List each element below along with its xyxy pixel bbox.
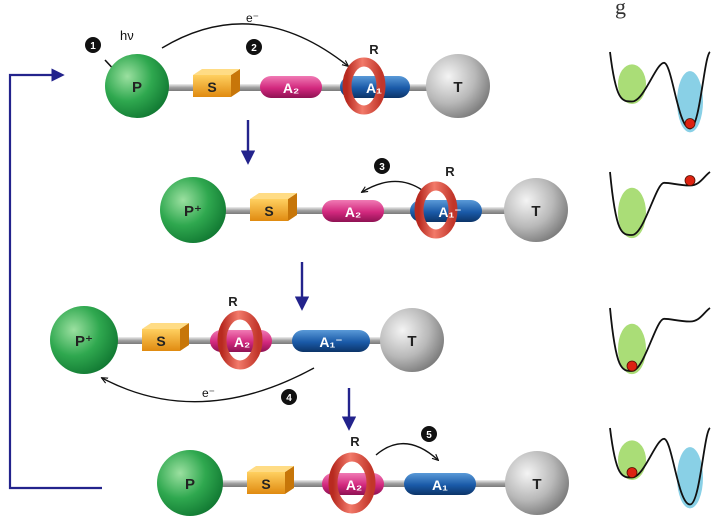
spacer-block-top <box>247 466 294 472</box>
stopper-sphere <box>505 451 569 515</box>
potential-well-2 <box>609 171 711 239</box>
ring-label: R <box>369 42 379 57</box>
electron-label-back: e⁻ <box>202 386 215 400</box>
spacer-block <box>247 472 285 494</box>
potential-well-3 <box>609 307 711 375</box>
a1-label: A₁ <box>366 80 382 96</box>
ring-label: R <box>445 164 455 179</box>
step-5-number: 5 <box>426 430 432 441</box>
porphyrin-label: P <box>185 476 195 493</box>
step-3-badge <box>374 158 390 174</box>
ring-destabilize-arrow <box>362 180 423 192</box>
state-ball <box>684 175 696 186</box>
potential-energy-diagrams <box>609 51 711 509</box>
step-4-number: 4 <box>286 393 292 404</box>
porphyrin-sphere <box>157 450 223 516</box>
shuttle-row-1: hν 1 e⁻ 2 P S A₂ A₁ R T <box>85 11 490 118</box>
spacer-block-side <box>285 466 294 494</box>
left-well-fill <box>618 323 646 375</box>
potential-well-1 <box>609 51 711 133</box>
left-well-fill <box>618 440 646 480</box>
electron-label-forward: e⁻ <box>246 11 259 25</box>
shuttle-ring <box>217 310 263 370</box>
shuttle-row-4: 5 P S A₂ R A₁ T <box>157 426 569 516</box>
potential-curve <box>609 171 711 236</box>
spacer-block <box>250 199 288 221</box>
porphyrin-label: P <box>132 79 142 96</box>
porphyrin-sphere <box>160 177 226 243</box>
potential-curve <box>609 307 711 372</box>
ring-label: R <box>228 294 238 309</box>
shuttle-row-3: e⁻ 4 P⁺ S A₂ R A₁⁻ T <box>50 294 444 405</box>
spacer-label: S <box>207 79 216 95</box>
porphyrin-sphere <box>50 306 118 374</box>
cycle-return-arrow <box>8 68 102 490</box>
spacer-block-side <box>180 323 189 351</box>
a2-label: A₂ <box>346 477 362 493</box>
a1-label: A₁⁻ <box>438 204 461 220</box>
spacer-label: S <box>261 476 270 492</box>
stopper-sphere <box>426 54 490 118</box>
a2-label: A₂ <box>234 334 250 350</box>
step-1-badge <box>85 37 101 53</box>
a2-label: A₂ <box>283 80 299 96</box>
photon-label: hν <box>120 28 134 43</box>
spacer-block <box>193 75 231 97</box>
spacer-block-top <box>193 69 240 75</box>
a2-station <box>322 200 384 222</box>
porphyrin-label: P⁺ <box>184 203 202 220</box>
spacer-block-top <box>142 323 189 329</box>
spacer-label: S <box>264 203 273 219</box>
a1-label: A₁ <box>432 477 448 493</box>
left-well-fill <box>618 64 646 104</box>
state-ball <box>626 360 638 372</box>
potential-curve <box>609 51 711 130</box>
a2-station <box>260 76 322 98</box>
a1-station <box>410 200 482 222</box>
a1-station <box>292 330 370 352</box>
electron-transfer-arrow-forward <box>161 23 348 66</box>
spacer-label: S <box>156 333 165 349</box>
step-4-badge <box>281 389 297 405</box>
potential-well-4 <box>609 427 711 509</box>
step-3-number: 3 <box>379 162 385 173</box>
state-ball <box>684 118 696 129</box>
a1-station <box>404 473 476 495</box>
step-2-number: 2 <box>251 43 257 54</box>
header-fragment: g <box>615 0 626 19</box>
shuttle-row-2: 3 P⁺ S A₂ A₁⁻ R T <box>160 158 568 243</box>
spacer-block-top <box>250 193 297 199</box>
spacer-block <box>142 329 180 351</box>
spacer-block-side <box>288 193 297 221</box>
stopper-label: T <box>531 203 540 220</box>
potential-curve <box>609 427 711 506</box>
step-1-number: 1 <box>90 41 96 52</box>
stopper-label: T <box>453 79 462 96</box>
step-5-badge <box>421 426 437 442</box>
step-2-badge <box>246 39 262 55</box>
ring-label: R <box>350 434 360 449</box>
a1-station <box>340 76 410 98</box>
left-well-fill <box>618 187 646 239</box>
stopper-label: T <box>407 333 416 350</box>
stopper-label: T <box>532 476 541 493</box>
shuttle-ring <box>342 57 386 115</box>
shuttle-ring <box>414 181 458 239</box>
porphyrin-sphere <box>105 54 169 118</box>
shuttle-ring <box>328 452 376 514</box>
a1-label: A₁⁻ <box>319 334 342 350</box>
ring-return-arrow <box>375 442 438 460</box>
state-ball <box>626 467 638 478</box>
stopper-sphere <box>504 178 568 242</box>
electron-transfer-arrow-back <box>102 367 315 403</box>
a2-label: A₂ <box>345 204 361 220</box>
stopper-sphere <box>380 308 444 372</box>
spacer-block-side <box>231 69 240 97</box>
porphyrin-label: P⁺ <box>75 333 93 350</box>
